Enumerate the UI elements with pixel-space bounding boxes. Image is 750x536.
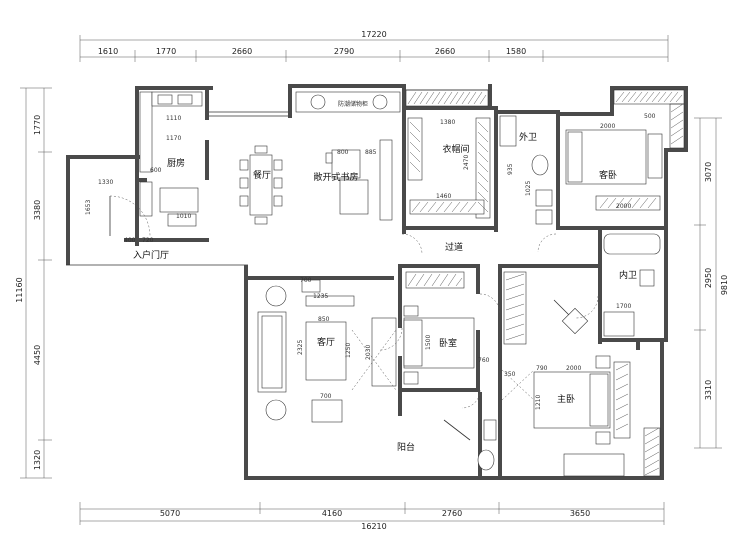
walls [66, 84, 688, 480]
dim-800: 800 [337, 149, 349, 156]
dim-935: 935 [507, 163, 514, 175]
left-dim-3: 4450 [33, 345, 42, 365]
top-dim-5: 2660 [435, 47, 455, 56]
dim-1700: 1700 [616, 303, 631, 310]
top-dim-1: 1610 [98, 47, 118, 56]
guest-bedroom: 2000 2000 500 客卧 [565, 113, 663, 211]
study-furniture: 防潮储物柜 800 885 敞开式书房 [295, 91, 401, 221]
dim-700-b: 700 [320, 393, 332, 400]
dim-1380: 1380 [440, 119, 455, 126]
dining-table: 餐厅 [239, 145, 283, 225]
left-dim-2: 3380 [33, 200, 42, 220]
bottom-dim-3: 2760 [442, 509, 462, 518]
dim-1110: 1110 [166, 115, 181, 122]
dim-2325: 2325 [297, 340, 304, 355]
room-label-bedroom: 卧室 [439, 337, 457, 349]
inner-bathroom: 内卫 1700 [603, 233, 661, 337]
dim-400: 400 [124, 237, 136, 244]
top-dimension-lines: 17220 1610 1770 2660 2790 2660 1580 [79, 30, 669, 62]
left-total-dim: 11160 [15, 277, 24, 302]
right-dim-3: 3310 [704, 380, 713, 400]
kitchen-fixtures: 1110 1170 1330 600 1010 1653 400 720 厨房 … [85, 91, 203, 261]
room-label-guest-bath: 外卫 [519, 131, 537, 143]
dim-2030: 2030 [365, 345, 372, 360]
dim-1235: 1235 [313, 293, 328, 300]
room-label-study: 敞开式书房 [313, 171, 358, 183]
master-bedroom: 2000 790 350 1210 主卧 [501, 355, 631, 445]
dim-2000-a: 2000 [600, 123, 615, 130]
balconies [405, 89, 685, 477]
dim-2000-master: 2000 [566, 365, 581, 372]
left-dim-1: 1770 [33, 115, 42, 135]
bottom-dim-1: 5070 [160, 509, 180, 518]
dim-885: 885 [365, 149, 377, 156]
room-label-cloakroom: 衣帽间 [442, 143, 469, 155]
dim-1010: 1010 [176, 213, 191, 220]
guest-bathroom: 外卫 935 1025 [499, 115, 553, 225]
dim-1500: 1500 [425, 335, 432, 350]
dim-1025: 1025 [525, 181, 532, 196]
dim-600: 600 [150, 167, 162, 174]
bottom-total-dim: 16210 [361, 522, 386, 531]
dim-1330: 1330 [98, 179, 113, 186]
left-dimension-lines: 1770 3380 4450 1320 11160 [15, 87, 52, 479]
room-label-balcony: 阳台 [397, 441, 415, 453]
top-dim-3: 2660 [232, 47, 252, 56]
dim-720: 720 [142, 237, 154, 244]
room-label-guest-bedroom: 客卧 [599, 169, 617, 181]
top-dim-4: 2790 [334, 47, 354, 56]
room-label-entry: 入户门厅 [133, 249, 169, 261]
room-label-living: 客厅 [317, 336, 335, 348]
dim-350: 350 [504, 371, 516, 378]
dim-1250: 1250 [345, 343, 352, 358]
balcony-area: 阳台 [397, 419, 625, 477]
dim-850: 850 [318, 316, 330, 323]
top-total-dim: 17220 [361, 30, 386, 39]
room-label-kitchen: 厨房 [167, 157, 185, 169]
dim-1170: 1170 [166, 135, 181, 142]
living-room-furniture: 700 1235 850 2325 1250 700 2030 客厅 [257, 277, 397, 423]
top-dim-2: 1770 [156, 47, 176, 56]
bottom-dimension-lines: 5070 4160 2760 3650 16210 [79, 502, 665, 531]
left-dim-4: 1320 [33, 450, 42, 470]
bottom-dim-4: 3650 [570, 509, 590, 518]
dim-760: 760 [478, 357, 490, 364]
dim-790: 790 [536, 365, 548, 372]
dim-1460: 1460 [436, 193, 451, 200]
right-dim-2: 2950 [704, 268, 713, 288]
bedroom: 1500 760 卧室 [403, 271, 589, 385]
room-label-corridor: 过道 [445, 241, 463, 253]
dim-500: 500 [644, 113, 656, 120]
right-total-dim: 9810 [720, 275, 729, 295]
dim-1210: 1210 [535, 395, 542, 410]
label-storage: 防潮储物柜 [338, 100, 368, 108]
doors [379, 233, 599, 409]
room-label-dining: 餐厅 [253, 169, 271, 181]
dim-1653: 1653 [85, 200, 92, 215]
room-label-master: 主卧 [557, 393, 575, 405]
room-label-inner-bath: 内卫 [619, 269, 637, 281]
right-dimension-lines: 3070 2950 3310 9810 [694, 117, 729, 449]
top-dim-6: 1580 [506, 47, 526, 56]
bottom-dim-2: 4160 [322, 509, 342, 518]
dim-700-a: 700 [300, 277, 312, 284]
dim-2000-b: 2000 [616, 203, 631, 210]
cloakroom: 1380 2470 1460 衣帽间 [407, 117, 491, 219]
right-dim-1: 3070 [704, 162, 713, 182]
dim-2470: 2470 [463, 155, 470, 170]
